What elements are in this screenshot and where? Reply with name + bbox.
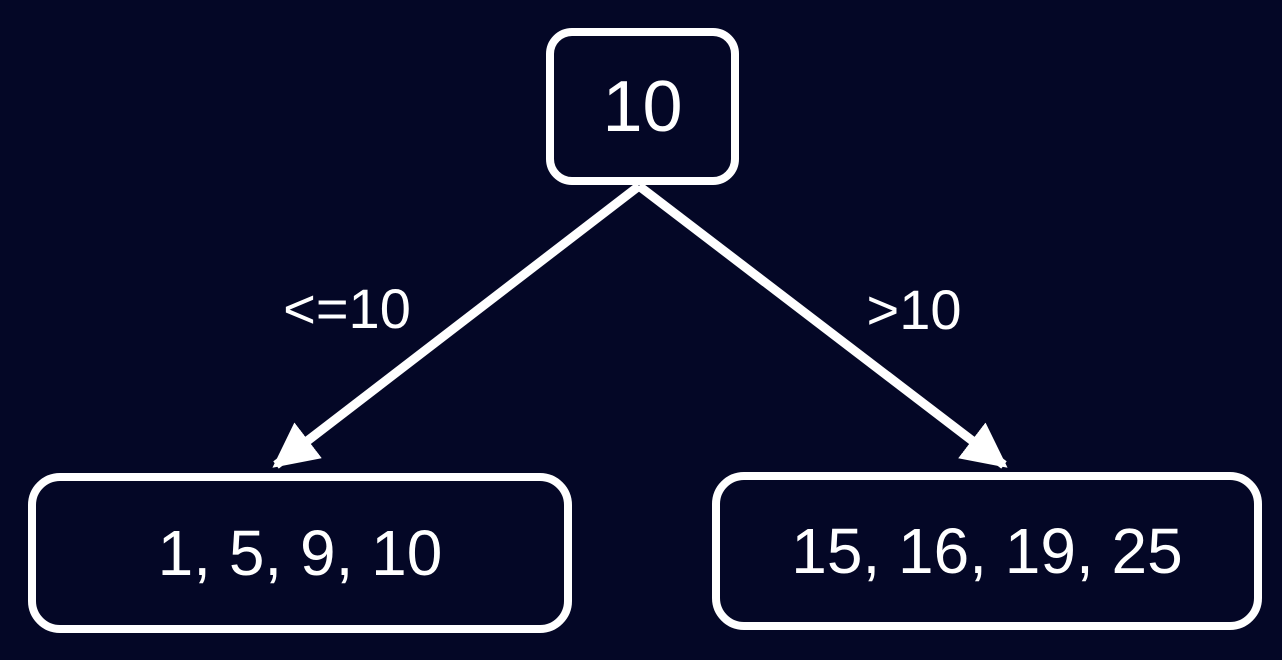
root-node: 10: [546, 28, 739, 185]
root-node-label: 10: [602, 66, 683, 147]
right-leaf-node: 15, 16, 19, 25: [712, 472, 1262, 630]
right-leaf-node-label: 15, 16, 19, 25: [791, 515, 1183, 587]
left-edge-label: <=10: [283, 277, 411, 340]
left-leaf-node-label: 1, 5, 9, 10: [157, 517, 443, 589]
right-edge-label: >10: [866, 278, 962, 341]
left-leaf-node: 1, 5, 9, 10: [28, 473, 572, 633]
